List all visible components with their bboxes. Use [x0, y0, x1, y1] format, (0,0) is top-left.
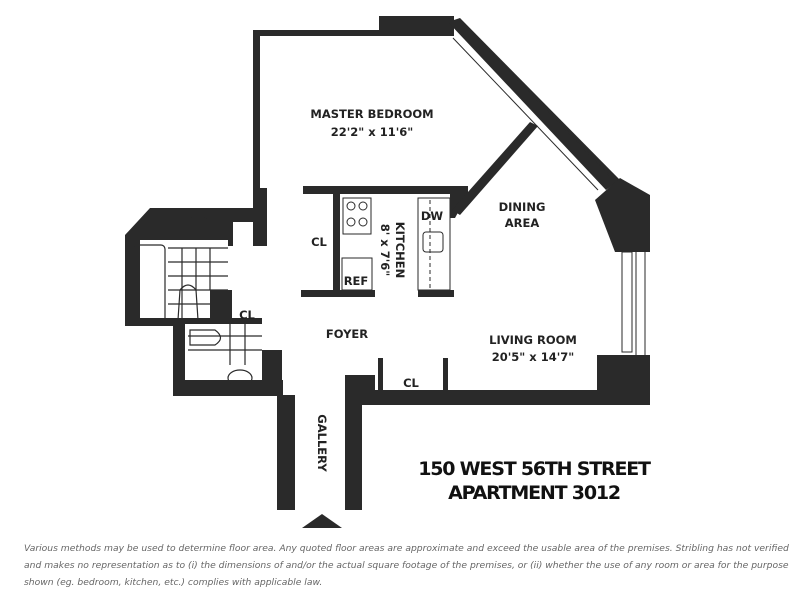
master-bedroom-dims: 22'2" x 11'6"	[331, 125, 413, 139]
gallery-label: GALLERY	[315, 414, 329, 472]
address-street: 150 WEST 56TH STREET	[418, 458, 651, 480]
master-bedroom-label: MASTER BEDROOM	[310, 107, 433, 121]
disclaimer-line: Various methods may be used to determine…	[24, 543, 789, 554]
disclaimer-line: shown (eg. bedroom, kitchen, etc.) compl…	[24, 577, 323, 588]
bath-closet-label: CL	[239, 308, 255, 322]
dining-label-2: AREA	[505, 216, 540, 230]
entry-arrow	[302, 514, 342, 528]
kitchen-dims: 8' x 7'6"	[378, 224, 392, 276]
kitchen-label: KITCHEN	[393, 222, 407, 279]
living-room-dims: 20'5" x 14'7"	[492, 350, 574, 364]
address-apartment: APARTMENT 3012	[448, 482, 620, 504]
kitchen-closet-label: CL	[311, 235, 327, 249]
living-closet-label: CL	[403, 376, 419, 390]
living-room-label: LIVING ROOM	[489, 333, 577, 347]
foyer-label: FOYER	[326, 327, 368, 341]
disclaimer: Various methods may be used to determine…	[24, 540, 794, 591]
disclaimer-line: and makes no representation as to (i) th…	[24, 560, 789, 571]
refrigerator-label: REF	[344, 274, 369, 288]
windows	[452, 29, 646, 355]
walls	[125, 16, 650, 510]
dishwasher-label: DW	[421, 209, 444, 223]
bathroom-fixtures	[132, 216, 262, 387]
kitchen-fixtures	[341, 197, 451, 291]
dining-label-1: DINING	[499, 200, 546, 214]
